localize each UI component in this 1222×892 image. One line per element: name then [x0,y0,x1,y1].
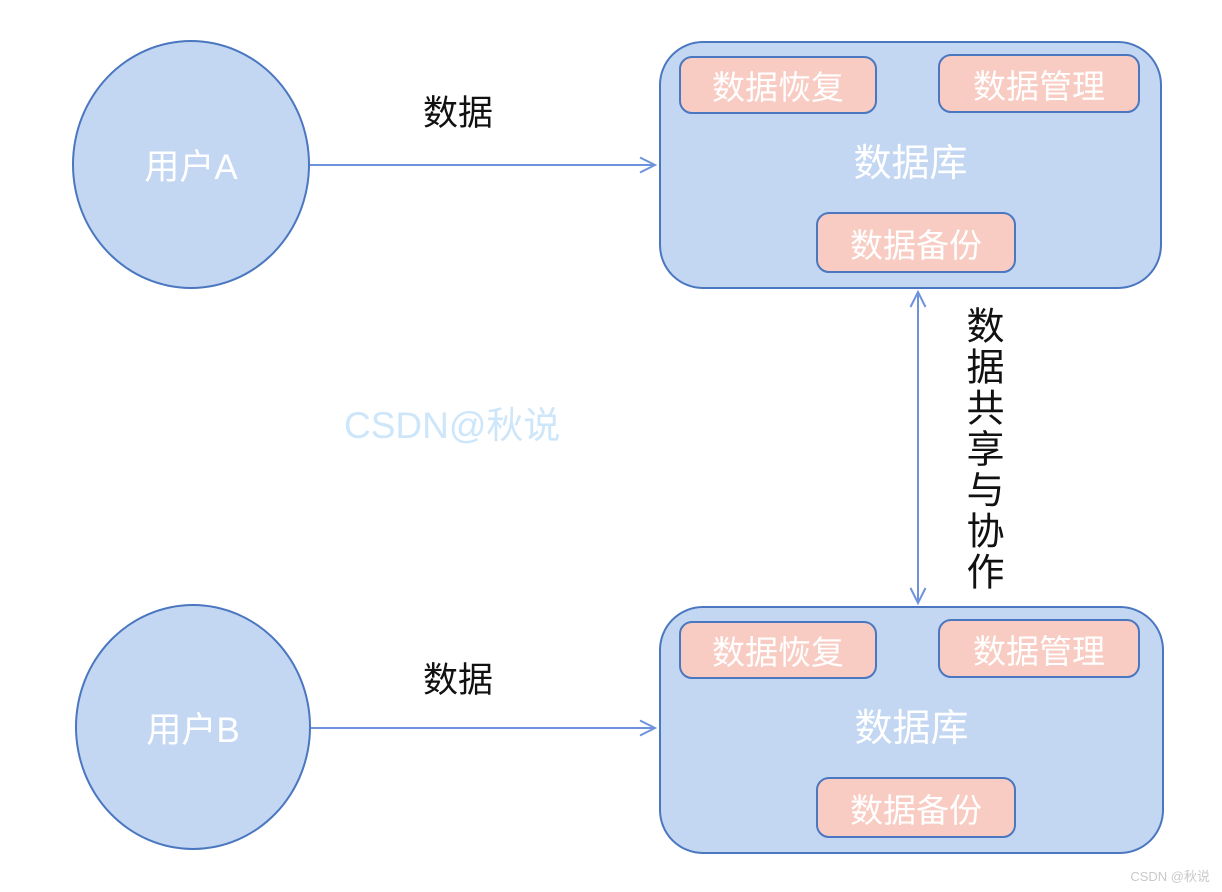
watermark-corner: CSDN @秋说 [1130,869,1210,884]
arrow-db-to-db [909,289,927,606]
node-database-top-title: 数据库 [853,143,968,185]
node-user-b: 用户B [75,604,311,850]
arrow-user-b-to-db [311,719,658,737]
module-data-backup-label: 数据备份 [850,226,982,264]
arrow-user-a-to-db [308,156,658,174]
edge-label-data-sharing: 数据共享与协作 [960,306,1002,593]
watermark-center: CSDN@秋说 [344,405,561,446]
node-user-b-label: 用户B [146,710,240,750]
module-data-recovery: 数据恢复 [679,56,877,114]
edge-label-data-a: 数据 [423,94,494,133]
module-data-management: 数据管理 [938,54,1140,113]
node-user-a: 用户A [72,40,310,289]
node-database-bottom-title: 数据库 [854,708,969,750]
module-data-recovery-label: 数据恢复 [712,69,844,106]
module-data-management-label: 数据管理 [973,632,1105,670]
module-data-management-label: 数据管理 [973,67,1105,105]
module-data-recovery: 数据恢复 [679,621,877,679]
module-data-backup: 数据备份 [816,777,1016,838]
module-data-backup-label: 数据备份 [850,791,982,829]
node-database-top: 数据恢复 数据管理 数据库 数据备份 [659,41,1162,289]
edge-label-data-b: 数据 [423,661,494,700]
module-data-management: 数据管理 [938,619,1140,678]
module-data-backup: 数据备份 [816,212,1016,273]
node-user-a-label: 用户A [144,148,238,187]
module-data-recovery-label: 数据恢复 [712,634,844,671]
node-database-bottom: 数据恢复 数据管理 数据库 数据备份 [659,606,1164,854]
